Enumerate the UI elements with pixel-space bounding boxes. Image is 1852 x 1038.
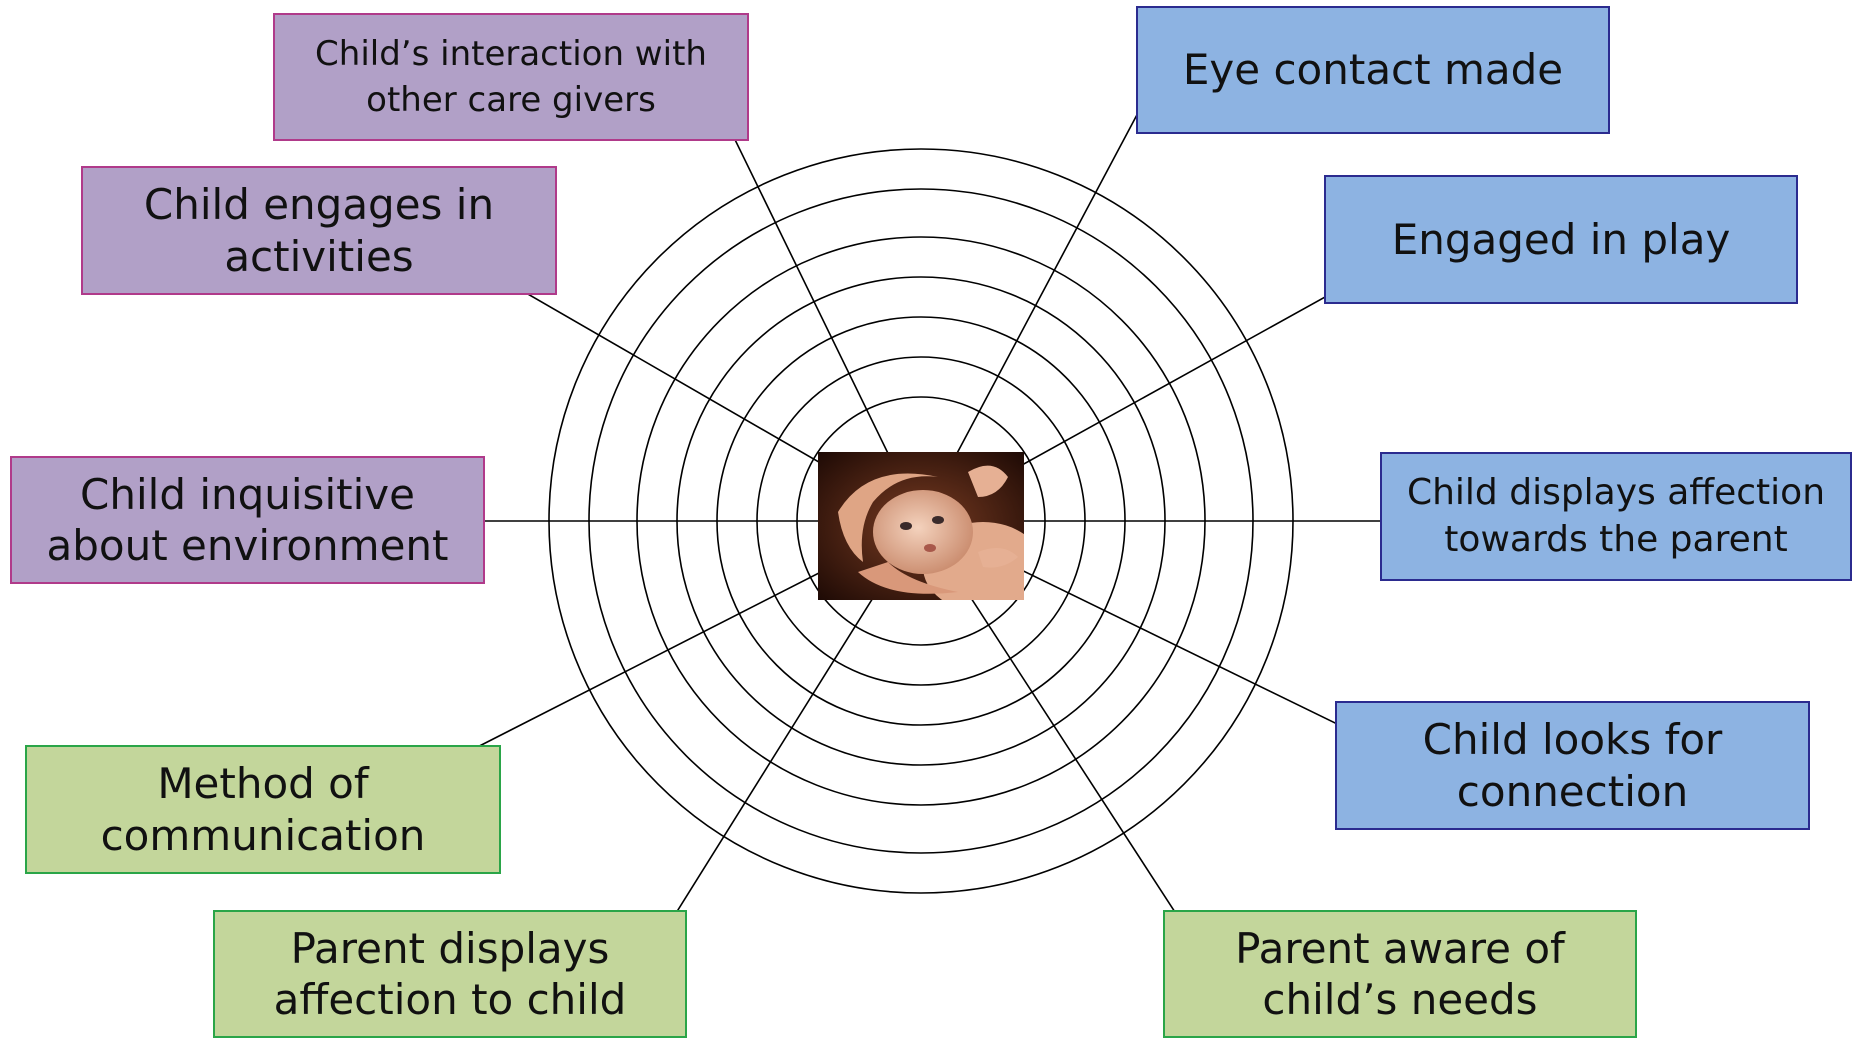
label-child-looks-connection: Child looks for connection xyxy=(1335,701,1810,830)
label-engaged-in-play: Engaged in play xyxy=(1324,175,1798,304)
label-parent-aware-needs: Parent aware of child’s needs xyxy=(1163,910,1637,1038)
web-spoke xyxy=(920,79,1157,522)
label-child-displays-affection: Child displays affection towards the par… xyxy=(1380,452,1852,581)
label-child-inquisitive: Child inquisitive about environment xyxy=(10,456,485,584)
baby-image xyxy=(818,452,1024,600)
label-parent-displays-affection: Parent displays affection to child xyxy=(213,910,687,1038)
label-child-interaction-caregivers: Child’s interaction with other care give… xyxy=(273,13,749,141)
label-method-communication: Method of communication xyxy=(25,745,501,874)
label-eye-contact-made: Eye contact made xyxy=(1136,6,1610,134)
center-baby-photo xyxy=(818,452,1024,600)
label-child-engages-activities: Child engages in activities xyxy=(81,166,557,295)
web-spoke xyxy=(701,71,922,522)
